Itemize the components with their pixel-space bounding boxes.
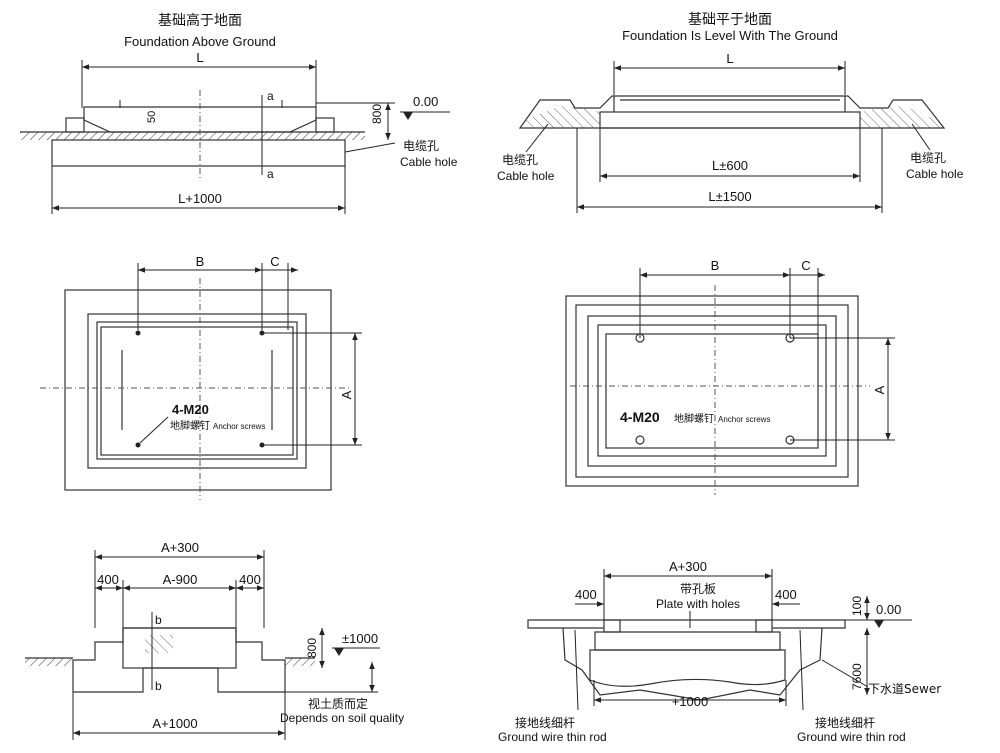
bottom-left-panel: A+300 400 A-900 400 b b 800 ±1000 视土质而定 … <box>25 540 404 740</box>
outer-frame <box>565 295 859 487</box>
anchor-cn: 地脚螺钉 <box>674 412 714 425</box>
dim-label-B: B <box>196 254 205 269</box>
cable-hole-right-en: Cable hole <box>906 167 964 181</box>
dim-label-p1000: +1000 <box>672 694 709 709</box>
dim-label-C: C <box>801 258 810 273</box>
ground-wire-left-en: Ground wire thin rod <box>498 730 607 744</box>
bottom-right-panel: A+300 400 400 带孔板 Plate with holes 100 0… <box>498 559 941 744</box>
base-slab <box>51 139 346 167</box>
ground-wire-left-cn: 接地线细杆 <box>515 715 575 730</box>
cable-hole-left-cn: 电缆孔 <box>502 153 538 167</box>
plate-en: Plate with holes <box>656 597 740 611</box>
ground-wire-right-cn: 接地线细杆 <box>815 715 875 730</box>
sewer-label: 下水道Sewer <box>868 682 941 696</box>
level-marker <box>403 112 413 120</box>
section-a-bottom: a <box>267 167 274 181</box>
anchor-label: 4-M20 <box>620 409 660 425</box>
dim-label-A300: A+300 <box>669 559 707 574</box>
top-right-panel: 基础平于地面 Foundation Is Level With The Grou… <box>497 11 964 213</box>
outer-frame <box>64 289 332 491</box>
ground-wire-right-en: Ground wire thin rod <box>797 730 906 744</box>
cable-hole-left-en: Cable hole <box>497 169 555 183</box>
pit-section <box>527 619 846 701</box>
dim-label-100: 100 <box>850 596 864 616</box>
dim-label-400-right: 400 <box>239 572 261 587</box>
dim-label-L1500: L±1500 <box>708 189 751 204</box>
anchor-en: Anchor screws <box>213 422 265 431</box>
plate-cn: 带孔板 <box>680 582 716 596</box>
section-a-top: a <box>267 89 274 103</box>
mid-right-panel: B C A 4-M20 地脚螺钉 Anchor screws <box>565 258 895 495</box>
dim-label-C: C <box>270 254 279 269</box>
anchor-label: 4-M20 <box>172 402 209 417</box>
pit-top <box>518 95 946 129</box>
dim-label-A1000: A+1000 <box>152 716 197 731</box>
dim-label-400-right: 400 <box>775 587 797 602</box>
dim-label-800: 800 <box>370 104 384 124</box>
dim-label-L: L <box>196 50 203 65</box>
section-b-top: b <box>155 613 162 627</box>
foundation-section <box>72 627 286 693</box>
top-left-panel: 基础高于地面 Foundation Above Ground L a a 50 … <box>20 12 458 214</box>
anchor-cn: 地脚螺钉 <box>170 419 210 432</box>
soil-cn: 视土质而定 <box>308 696 368 711</box>
raised-plinth <box>83 106 317 133</box>
dim-label-A900: A-900 <box>163 572 198 587</box>
dim-label-400-left: 400 <box>97 572 119 587</box>
wavy-cut <box>589 649 786 687</box>
dim-label-A: A <box>339 390 354 399</box>
dim-label-pm1000: ±1000 <box>342 631 378 646</box>
title-en: Foundation Above Ground <box>124 34 276 49</box>
dim-label-800: 800 <box>305 638 319 658</box>
dim-label-50: 50 <box>146 111 158 123</box>
dim-label-A: A <box>872 385 887 394</box>
level-0-label: 0.00 <box>876 602 901 617</box>
dim-label-L: L <box>726 51 733 66</box>
cable-hole-en: Cable hole <box>400 155 458 169</box>
mid-left-panel: B C A 4-M20 地脚螺钉 Anchor screws <box>40 254 362 500</box>
cable-hole-cn: 电缆孔 <box>403 139 439 153</box>
dim-label-400-left: 400 <box>575 587 597 602</box>
dim-label-B: B <box>711 258 720 273</box>
dim-label-7600: 7600 <box>850 663 864 690</box>
level-0-label: 0.00 <box>413 94 438 109</box>
title-en: Foundation Is Level With The Ground <box>622 28 838 43</box>
pit-body <box>599 111 861 129</box>
dim-label-L1000: L+1000 <box>178 191 222 206</box>
ground-hatch <box>20 132 365 140</box>
title-cn: 基础平于地面 <box>688 11 772 28</box>
title-cn: 基础高于地面 <box>158 12 242 29</box>
soil-en: Depends on soil quality <box>280 711 404 725</box>
anchor-en: Anchor screws <box>718 415 770 424</box>
cable-hole-right-cn: 电缆孔 <box>910 151 946 165</box>
dim-label-L600: L±600 <box>712 158 748 173</box>
section-b-bottom: b <box>155 679 162 693</box>
dim-label-A300: A+300 <box>161 540 199 555</box>
